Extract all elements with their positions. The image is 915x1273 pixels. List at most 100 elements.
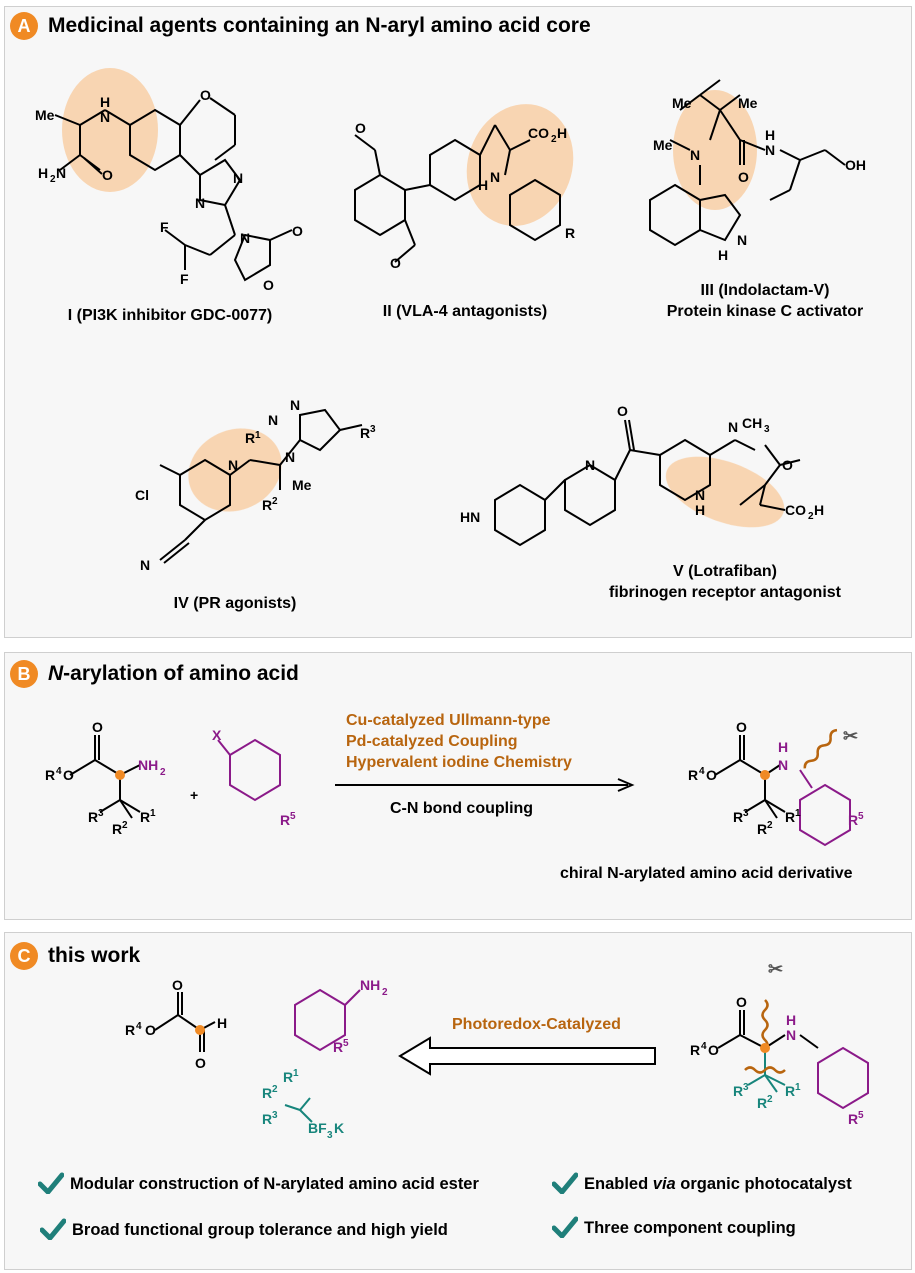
svg-text:CH: CH [742,415,762,431]
svg-text:1: 1 [255,430,261,441]
product-b-label: chiral N-arylated amino acid derivative [560,865,853,882]
svg-text:O: O [292,223,303,239]
svg-text:R: R [848,812,858,828]
compound-III-label-2: Protein kinase C activator [666,303,864,320]
svg-text:N: N [140,557,150,573]
panel-b-title: N-arylation of amino acid [48,662,299,686]
svg-text:1: 1 [150,808,156,819]
svg-text:O: O [102,167,113,183]
svg-text:Me: Me [292,477,312,493]
svg-text:CO: CO [785,502,806,518]
compound-I-label: I (PI3K inhibitor GDC-0077) [67,307,273,324]
svg-text:F: F [160,219,169,235]
svg-text:R: R [280,812,290,828]
svg-text:N: N [737,232,747,248]
bond-cleavage-wave-c1 [761,999,769,1051]
svg-text:3: 3 [743,1082,749,1093]
svg-text:R: R [757,821,767,837]
svg-text:2: 2 [160,767,166,778]
svg-text:O: O [92,719,103,735]
svg-text:R: R [140,809,150,825]
scissors-icon-c: ✂ [768,959,783,979]
svg-text:O: O [172,977,183,993]
svg-text:R: R [262,1085,272,1101]
panel-c [4,932,912,1270]
svg-text:O: O [617,403,628,419]
condition-c: Photoredox-Catalyzed [452,1016,621,1033]
radical-dot-c [195,1025,205,1035]
check-icon [40,1218,66,1240]
svg-text:3: 3 [370,424,376,435]
panel-b-title-italic: N [48,662,64,685]
stereocenter-dot-b1 [115,770,125,780]
svg-text:3: 3 [327,1130,333,1141]
svg-text:R: R [757,1095,767,1111]
svg-text:O: O [355,120,366,136]
compound-II-label: II (VLA-4 antagonists) [382,303,548,320]
highlight-ellipses-a [62,68,785,528]
svg-text:3: 3 [98,808,104,819]
stereocenter-dot-c [760,1043,770,1053]
oxazolidinone-I [233,233,271,282]
svg-text:O: O [738,169,749,185]
svg-text:H: H [478,177,488,193]
bond-coupling-label: C-N bond coupling [390,800,534,817]
svg-text:R: R [848,1111,858,1127]
svg-text:O: O [736,719,747,735]
svg-text:O: O [706,767,717,783]
aniline-c [294,988,869,1110]
svg-text:O: O [390,255,401,271]
stereocenter-dot-b2 [760,770,770,780]
svg-text:N: N [228,457,238,473]
svg-text:R: R [112,821,122,837]
svg-text:3: 3 [764,424,770,435]
svg-text:O: O [782,457,793,473]
svg-text:O: O [200,87,211,103]
svg-text:NH: NH [360,977,380,993]
triazole-IV [299,408,342,452]
condition-b-3: Hypervalent iodine Chemistry [346,754,572,771]
svg-text:R: R [733,809,743,825]
svg-text:R: R [45,767,55,783]
svg-text:O: O [195,1055,206,1071]
svg-text:5: 5 [290,811,296,822]
svg-text:H: H [695,502,705,518]
panel-b-title-rest: -arylation of amino acid [63,662,299,685]
compound-V-label-1: V (Lotrafiban) [673,563,777,580]
svg-text:R: R [565,225,575,241]
svg-text:3: 3 [743,808,749,819]
svg-text:H: H [814,502,824,518]
panel-a-badge: A [10,12,38,40]
svg-text:R: R [733,1083,743,1099]
bond-cleavage-wave-b [803,728,838,769]
svg-text:2: 2 [272,1084,278,1095]
svg-text:Me: Me [35,107,55,123]
bond-cleavage-wave-c2 [744,1066,786,1074]
svg-text:2: 2 [551,134,557,145]
svg-text:X: X [212,727,222,743]
svg-text:N: N [786,1027,796,1043]
ring-II-c [509,178,561,242]
svg-text:R: R [690,1042,700,1058]
piperidine-V-b [564,463,616,527]
svg-text:OH: OH [845,157,866,173]
svg-text:NH: NH [138,757,158,773]
svg-text:O: O [145,1022,156,1038]
svg-text:R: R [333,1039,343,1055]
svg-text:O: O [63,767,74,783]
svg-text:CO: CO [528,125,549,141]
svg-text:5: 5 [858,811,864,822]
svg-text:H: H [786,1012,796,1028]
svg-text:Me: Me [672,95,692,111]
svg-text:H: H [217,1015,227,1031]
feature-1: Modular construction of N-arylated amino… [70,1175,479,1193]
svg-text:H: H [38,165,48,181]
svg-text:N: N [268,412,278,428]
svg-text:H: H [100,94,110,110]
imidazole-I [199,158,242,207]
svg-text:H: H [765,127,775,143]
svg-text:H: H [718,247,728,263]
